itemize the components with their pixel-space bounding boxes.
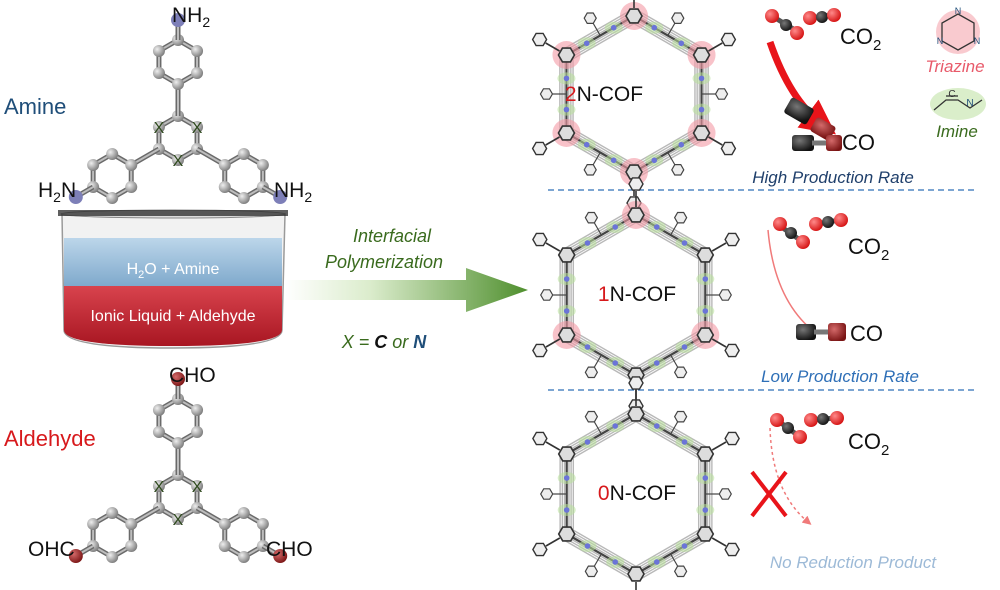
svg-text:N: N bbox=[955, 6, 962, 16]
cof-0n-framework bbox=[532, 376, 740, 590]
cof-1n-label: 1N-COF bbox=[598, 283, 676, 306]
cof-0n-label: 0N-COF bbox=[598, 482, 676, 505]
reaction-arrow: Interfacial Polymerization X = C or N bbox=[285, 226, 528, 352]
arrow-label-line1: Interfacial bbox=[353, 226, 432, 246]
beaker-bottom-label: Ionic Liquid + Aldehyde bbox=[90, 308, 255, 325]
co-molecule-icon bbox=[784, 97, 842, 151]
aldehyde-right-cho: CHO bbox=[266, 538, 313, 561]
legend-triazine: N N N Triazine bbox=[925, 6, 984, 76]
amine-label: Amine bbox=[4, 94, 66, 119]
amine-right-nh2: NH2 bbox=[274, 179, 312, 205]
beaker-top-label: H2O + Amine bbox=[127, 261, 220, 281]
rate-label-low: Low Production Rate bbox=[761, 367, 919, 386]
co2-molecule-icon bbox=[765, 8, 841, 40]
co2-label: CO2 bbox=[848, 234, 889, 264]
aldehyde-left-ohc: OHC bbox=[28, 538, 75, 561]
svg-text:X: X bbox=[154, 479, 165, 496]
legend-imine: C N Imine bbox=[930, 88, 986, 141]
co2-molecule-icon bbox=[773, 213, 848, 249]
co2-label: CO2 bbox=[848, 429, 889, 459]
beaker: H2O + Amine Ionic Liquid + Aldehyde bbox=[58, 209, 288, 349]
amine-left-h2n: H2N bbox=[38, 179, 76, 205]
panel-0n-reaction: CO2 No Reduction Product bbox=[750, 411, 938, 572]
svg-text:C: C bbox=[948, 89, 955, 100]
aldehyde-label: Aldehyde bbox=[4, 426, 96, 451]
triazine-ring-icon bbox=[941, 13, 975, 51]
imine-label: Imine bbox=[936, 122, 978, 141]
conversion-arrow-icon bbox=[766, 40, 836, 135]
panel-2n-reaction: CO2 CO High Production Rate bbox=[752, 8, 914, 187]
svg-text:X: X bbox=[192, 479, 203, 496]
svg-text:N: N bbox=[966, 98, 973, 109]
blocked-arrow-icon bbox=[769, 427, 812, 525]
conversion-arrow-icon bbox=[767, 229, 816, 333]
rate-label-high: High Production Rate bbox=[752, 168, 914, 187]
imine-bond-icon bbox=[933, 99, 983, 111]
co-label: CO bbox=[850, 321, 883, 346]
svg-text:X: X bbox=[154, 120, 165, 137]
svg-text:N: N bbox=[937, 36, 944, 46]
arrow-label-line2: Polymerization bbox=[325, 252, 443, 272]
co2-label: CO2 bbox=[840, 24, 881, 54]
cross-mark-icon bbox=[750, 470, 788, 518]
panel-1n-reaction: CO2 CO Low Production Rate bbox=[761, 213, 919, 386]
svg-text:X: X bbox=[192, 120, 203, 137]
svg-text:N: N bbox=[974, 36, 981, 46]
svg-text:X: X bbox=[173, 512, 184, 529]
aldehyde-top-cho: CHO bbox=[169, 364, 216, 387]
svg-text:X: X bbox=[173, 153, 184, 170]
co-label: CO bbox=[842, 130, 875, 155]
x-definition: X = C or N bbox=[341, 332, 428, 352]
co-molecule-icon bbox=[796, 323, 846, 341]
rate-label-none: No Reduction Product bbox=[770, 553, 938, 572]
triazine-label: Triazine bbox=[925, 57, 984, 76]
co2-molecule-icon bbox=[770, 411, 844, 444]
amine-top-nh2: NH2 bbox=[172, 4, 210, 30]
cof-1n-framework bbox=[532, 177, 740, 413]
cof-2n-label: 2N-COF bbox=[565, 83, 643, 106]
